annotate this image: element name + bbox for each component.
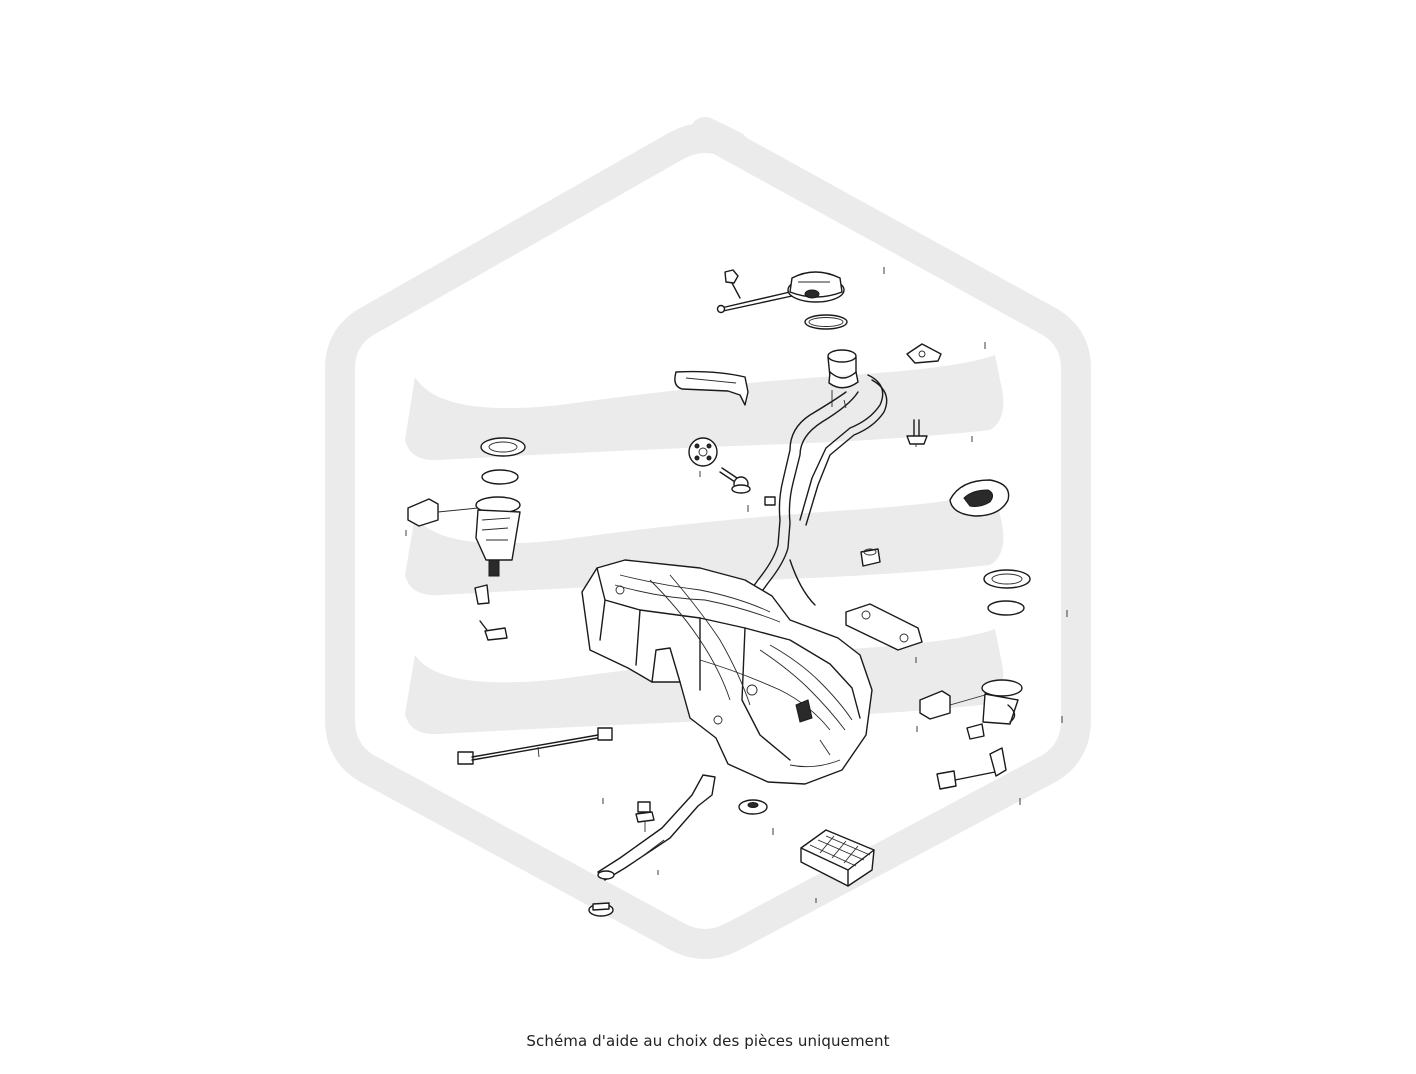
diagram-disclaimer-caption: Schéma d'aide au choix des pièces unique… bbox=[526, 1032, 890, 1050]
flange-nut-bottom bbox=[588, 902, 614, 917]
right-fuel-pump-assembly bbox=[919, 679, 1023, 790]
tank-strap bbox=[597, 774, 716, 881]
watermark-hexagon bbox=[325, 117, 1091, 959]
mounting-bolt-center bbox=[719, 467, 751, 494]
grommet-disc bbox=[688, 437, 718, 467]
stud-bolt bbox=[906, 419, 928, 447]
fuel-hose bbox=[457, 727, 613, 765]
left-fuel-pump-assembly bbox=[407, 437, 526, 641]
foam-block bbox=[800, 829, 875, 887]
mounting-plate-small bbox=[906, 343, 942, 364]
insulation-pad bbox=[845, 603, 923, 651]
brand-watermark-logo bbox=[325, 117, 1091, 959]
heat-shield-bracket bbox=[674, 370, 749, 406]
reference-tick-marks bbox=[405, 267, 1068, 903]
tank-seal-ring-top bbox=[804, 314, 848, 330]
strap-nut bbox=[738, 799, 768, 815]
fuel-tank bbox=[581, 559, 873, 785]
right-lock-ring bbox=[983, 569, 1031, 616]
retaining-nut bbox=[860, 548, 881, 567]
level-sender-with-float bbox=[716, 269, 845, 314]
filler-neck-and-vent-pipes bbox=[744, 349, 888, 606]
strap-bolt bbox=[635, 801, 655, 832]
right-gasket-upper bbox=[949, 479, 1010, 517]
watermark-wave-2 bbox=[405, 490, 1004, 596]
